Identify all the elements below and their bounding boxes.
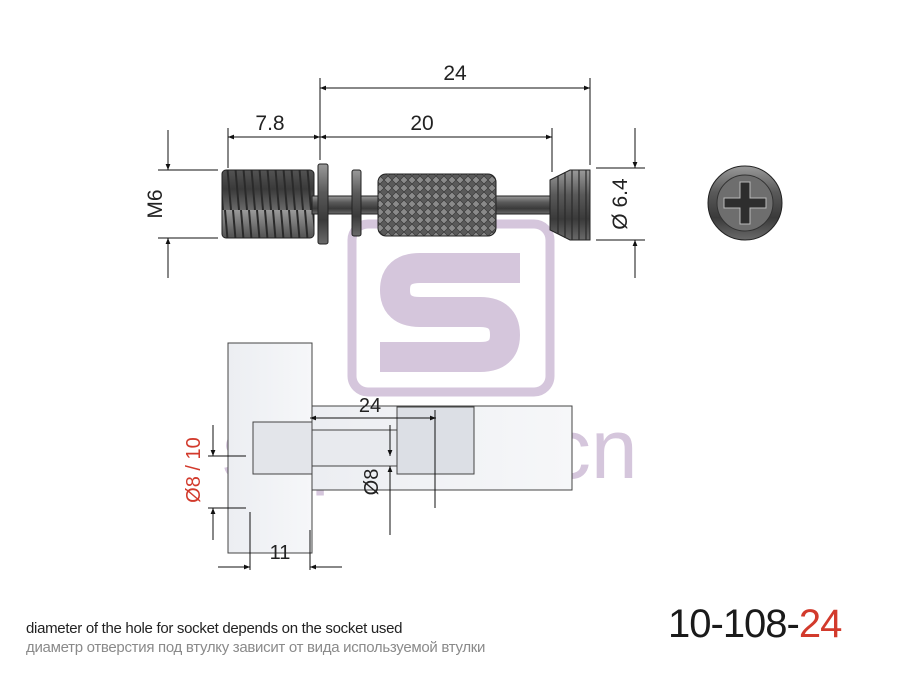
phillips-head-end-view [707, 165, 783, 241]
dim-thread-size: M6 [144, 189, 167, 218]
dim-depth: 11 [270, 542, 291, 564]
product-code-suffix: 24 [798, 602, 842, 646]
dim-socket-hole-diameter: Ø8 / 10 [183, 437, 205, 503]
product-code: 10-108-24 [668, 602, 842, 647]
dim-total-length: 24 [443, 62, 467, 85]
assembly-section-view [227, 342, 573, 554]
top-dimension-lines [158, 78, 645, 278]
dim-head-diameter: Ø 6.4 [609, 178, 632, 230]
dim-thread-length: 7.8 [255, 112, 284, 135]
cam-bolt-side-view [221, 163, 591, 245]
watermark-logo [347, 219, 555, 397]
note-russian: диаметр отверстия под втулку зависит от … [26, 639, 486, 656]
section-dimension-lines [208, 410, 436, 570]
note-english: diameter of the hole for socket depends … [26, 620, 403, 637]
product-code-prefix: 10-108- [668, 602, 800, 646]
dim-hole-diameter: Ø8 [361, 469, 383, 496]
dim-shaft-length: 20 [410, 112, 433, 135]
dim-section-length: 24 [359, 395, 381, 417]
